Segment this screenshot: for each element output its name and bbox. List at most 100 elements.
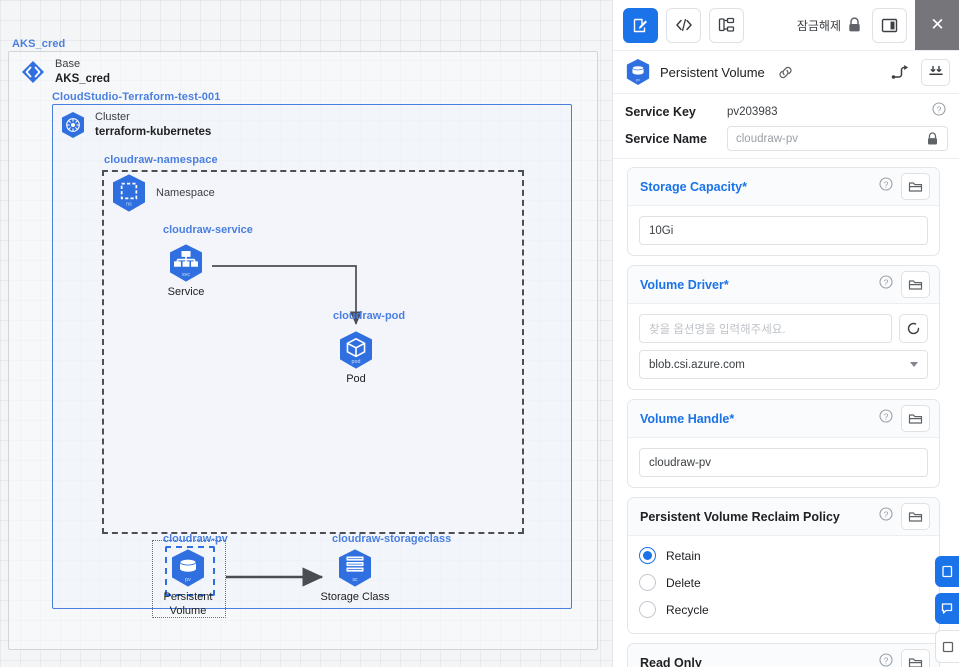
folder-icon xyxy=(908,658,923,667)
code-view-button[interactable] xyxy=(666,7,701,43)
volume-driver-search-input[interactable]: 찾을 옵션명을 입력해주세요. xyxy=(639,314,892,343)
help-icon[interactable]: ? xyxy=(932,102,948,121)
section-body: 찾을 옵션명을 입력해주세요. blob.csi.azure.com xyxy=(628,304,939,389)
panel-title-bar: pv Persistent Volume xyxy=(613,51,959,94)
section-header: Volume Handle* ? xyxy=(628,400,939,438)
service-key-value: pv203983 xyxy=(727,105,778,118)
panel-layout-icon xyxy=(881,18,898,32)
folder-button[interactable] xyxy=(901,405,930,432)
radio-delete[interactable]: Delete xyxy=(639,569,928,596)
section-header: Persistent Volume Reclaim Policy ? xyxy=(628,498,939,536)
svg-text:?: ? xyxy=(937,104,942,114)
radio-retain[interactable]: Retain xyxy=(639,542,928,569)
folder-button[interactable] xyxy=(901,173,930,200)
section-header: Read Only ? xyxy=(628,644,939,667)
base-node-type: Base xyxy=(55,58,81,70)
help-icon[interactable]: ? xyxy=(879,507,893,526)
refresh-icon xyxy=(907,322,920,335)
service-key-label: Service Key xyxy=(625,104,696,119)
node-storage-class-caption: Storage Class xyxy=(320,591,390,603)
help-icon[interactable]: ? xyxy=(879,275,893,294)
service-key-row: Service Key pv203983 ? xyxy=(613,98,959,125)
svg-text:?: ? xyxy=(884,179,889,189)
panel-title: Persistent Volume xyxy=(660,64,765,80)
node-pod[interactable]: pod Pod xyxy=(321,330,391,387)
panel-toolbar: 잠금해제 ✕ xyxy=(613,0,959,51)
fab-document-button[interactable] xyxy=(935,556,959,587)
section-title: Volume Driver* xyxy=(640,277,729,292)
volume-handle-input[interactable]: cloudraw-pv xyxy=(639,448,928,477)
node-storage-class[interactable]: sc Storage Class xyxy=(320,548,390,605)
folder-button[interactable] xyxy=(901,503,930,530)
node-namespace-caption: Namespace xyxy=(156,187,215,199)
section-title: Persistent Volume Reclaim Policy xyxy=(640,509,840,524)
namespace-group-box[interactable] xyxy=(102,170,524,534)
folder-icon xyxy=(908,414,923,424)
diagram-canvas[interactable]: AKS_cred Base AKS_cred CloudStudio-Terra… xyxy=(0,0,612,667)
svg-text:ns: ns xyxy=(126,202,132,208)
radio-label: Recycle xyxy=(666,602,709,617)
folder-icon xyxy=(908,280,923,290)
svg-text:?: ? xyxy=(884,655,889,665)
import-button[interactable] xyxy=(921,58,950,86)
section-body: Retain Delete Recycle xyxy=(628,536,939,633)
panel-scroll-area[interactable]: Storage Capacity* ? xyxy=(613,159,959,667)
link-icon[interactable] xyxy=(774,60,798,84)
volume-driver-value: blob.csi.azure.com xyxy=(649,358,745,371)
group-label-cluster: CloudStudio-Terraform-test-001 xyxy=(52,91,221,103)
storage-capacity-input[interactable]: 10Gi xyxy=(639,216,928,245)
node-namespace[interactable]: ns Namespace xyxy=(110,173,215,213)
fab-comment-button[interactable] xyxy=(935,593,959,624)
section-reclaim-policy: Persistent Volume Reclaim Policy ? xyxy=(627,497,940,634)
help-icon[interactable]: ? xyxy=(879,653,893,667)
svg-text:svc: svc xyxy=(182,272,190,278)
fab-panel-button[interactable] xyxy=(935,630,959,663)
code-icon xyxy=(675,18,692,32)
node-label-pod: cloudraw-pod xyxy=(333,310,406,322)
section-title: Storage Capacity* xyxy=(640,179,747,194)
k8s-pod-icon: pod xyxy=(340,331,372,369)
cluster-node[interactable]: Cluster terraform-kubernetes xyxy=(60,111,211,139)
chevron-down-icon xyxy=(910,362,918,367)
help-icon[interactable]: ? xyxy=(879,177,893,196)
tree-view-button[interactable] xyxy=(709,7,744,43)
service-name-placeholder: cloudraw-pv xyxy=(736,132,798,145)
document-icon xyxy=(942,565,953,578)
section-header: Volume Driver* ? xyxy=(628,266,939,304)
panel-icon xyxy=(942,641,954,652)
close-panel-button[interactable]: ✕ xyxy=(915,0,959,50)
volume-driver-select[interactable]: blob.csi.azure.com xyxy=(639,350,928,379)
svg-text:sc: sc xyxy=(352,577,358,583)
form-view-button[interactable] xyxy=(623,7,658,43)
service-name-label: Service Name xyxy=(625,131,708,146)
node-label-service: cloudraw-service xyxy=(163,224,253,236)
unlock-control[interactable]: 잠금해제 xyxy=(797,17,862,34)
radio-recycle[interactable]: Recycle xyxy=(639,596,928,623)
section-storage-capacity: Storage Capacity* ? xyxy=(627,167,940,256)
node-pod-caption: Pod xyxy=(346,373,366,385)
section-body: 10Gi xyxy=(628,206,939,255)
radio-indicator xyxy=(639,547,656,564)
folder-button[interactable] xyxy=(901,649,930,667)
cluster-node-type: Cluster xyxy=(95,111,130,123)
cluster-node-name: terraform-kubernetes xyxy=(95,125,212,138)
connector-icon[interactable] xyxy=(888,60,912,84)
node-service[interactable]: svc Service xyxy=(151,243,221,300)
node-label-pv: cloudraw-pv xyxy=(163,533,228,545)
refresh-button[interactable] xyxy=(899,314,928,343)
radio-label: Delete xyxy=(666,575,701,590)
folder-button[interactable] xyxy=(901,271,930,298)
base-node-name: AKS_cred xyxy=(55,72,110,85)
base-node[interactable]: Base AKS_cred xyxy=(20,58,110,86)
node-persistent-volume[interactable]: pv Persistent Volume xyxy=(153,548,223,619)
service-name-row: Service Name cloudraw-pv xyxy=(613,125,959,152)
node-pv-caption: Persistent Volume xyxy=(163,591,213,617)
service-name-input[interactable]: cloudraw-pv xyxy=(727,126,948,151)
section-read-only: Read Only ? xyxy=(627,643,940,667)
k8s-pv-icon: pv xyxy=(626,59,650,85)
panel-layout-button[interactable] xyxy=(872,7,907,43)
help-icon[interactable]: ? xyxy=(879,409,893,428)
section-volume-handle: Volume Handle* ? xyxy=(627,399,940,488)
folder-icon xyxy=(908,182,923,192)
